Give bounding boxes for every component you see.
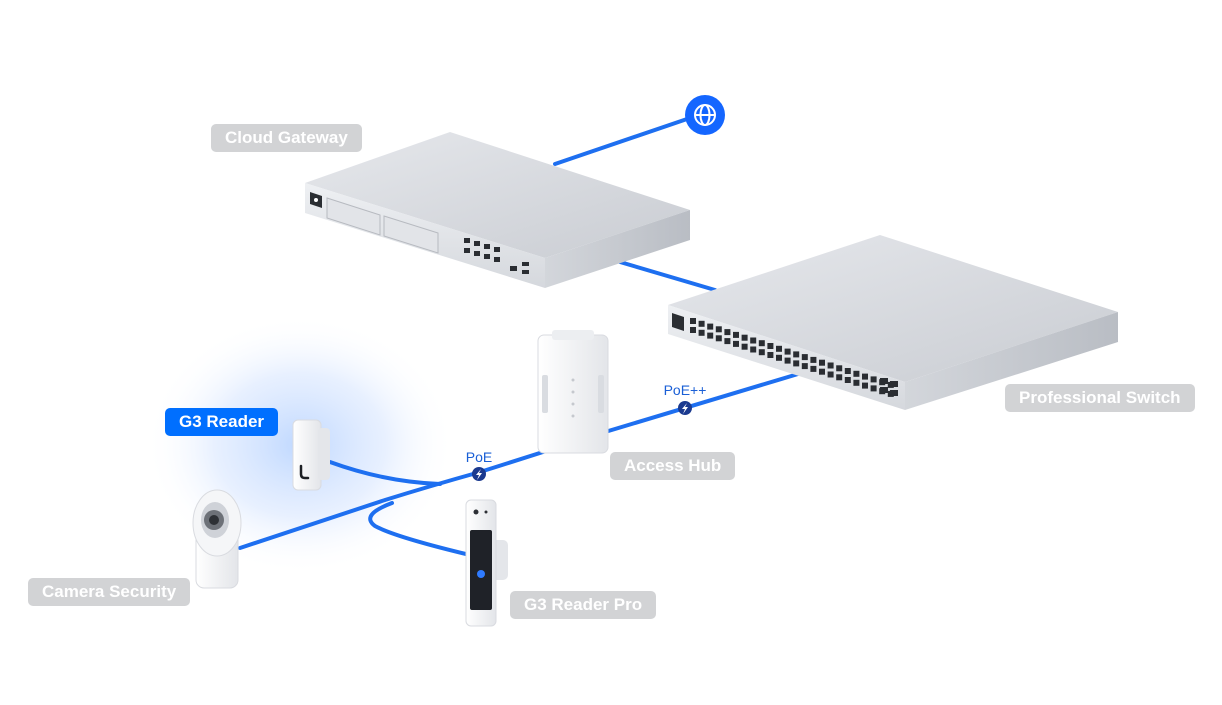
switch-port <box>733 340 739 347</box>
switch-port <box>827 362 834 369</box>
unifi-logo-icon <box>299 464 310 480</box>
switch-port <box>836 374 843 381</box>
switch-sfp-port <box>880 387 888 393</box>
cable-g3-reader <box>328 460 442 486</box>
switch-port <box>793 360 800 367</box>
switch-port <box>844 377 851 383</box>
globe-icon <box>685 95 725 135</box>
poe-plus-label: PoE++ <box>664 382 707 398</box>
switch-port <box>733 331 739 338</box>
switch-port <box>784 357 791 364</box>
switch-sfp-port <box>890 390 898 396</box>
switch-port <box>801 363 808 370</box>
switch-port <box>724 329 731 336</box>
switch-port <box>698 329 705 336</box>
switch-port <box>862 373 868 380</box>
switch-port <box>707 323 714 330</box>
g3-reader-pro-device <box>465 499 508 627</box>
access-hub-label: Access Hub <box>610 452 736 480</box>
switch-port <box>870 385 877 392</box>
g3-reader-label[interactable]: G3 Reader <box>165 408 279 436</box>
cable-switch-accesshub <box>603 372 800 434</box>
cable-g3-reader-pro <box>368 501 472 557</box>
poe-label: PoE <box>466 449 492 465</box>
access-hub-device <box>537 330 609 454</box>
switch-port <box>698 320 705 327</box>
poe-plus-marker: PoE++ <box>664 382 707 415</box>
switch-port <box>750 346 757 353</box>
switch-port <box>767 343 774 349</box>
switch-port <box>741 343 748 350</box>
poe-marker: PoE <box>466 449 492 481</box>
switch-port <box>819 359 825 366</box>
switch-port <box>801 354 808 361</box>
switch-port <box>819 368 825 375</box>
switch-port <box>741 334 748 341</box>
switch-port <box>810 365 817 372</box>
switch-port <box>836 365 843 372</box>
switch-port <box>793 351 800 358</box>
switch-port <box>707 332 714 339</box>
switch-port <box>870 376 877 383</box>
switch-port <box>776 345 782 352</box>
bolt-icon <box>476 469 482 480</box>
camera-security-device <box>192 489 242 589</box>
professional-switch-device <box>668 235 1118 410</box>
switch-port <box>750 337 757 344</box>
switch-port <box>844 368 851 374</box>
switch-port <box>724 338 731 345</box>
g3-reader-device <box>292 419 330 491</box>
switch-port <box>690 318 696 324</box>
switch-port <box>862 382 868 389</box>
cable-internet <box>553 116 692 166</box>
professional-switch-label: Professional Switch <box>1005 384 1195 412</box>
switch-sfp-port <box>880 378 888 384</box>
switch-port <box>827 371 834 378</box>
switch-port <box>776 354 782 361</box>
switch-port <box>853 370 860 377</box>
switch-port <box>758 340 765 347</box>
switch-port <box>784 348 791 355</box>
camera-security-label: Camera Security <box>28 578 191 606</box>
switch-port <box>853 379 860 386</box>
switch-port <box>690 327 696 333</box>
g3-reader-pro-label: G3 Reader Pro <box>510 591 657 619</box>
switch-port <box>715 335 722 342</box>
bolt-icon <box>682 403 688 414</box>
cloud-gateway-device <box>305 132 690 288</box>
switch-port <box>767 352 774 358</box>
switch-port <box>758 349 765 356</box>
cloud-gateway-label: Cloud Gateway <box>211 124 362 152</box>
switch-sfp-port <box>890 381 898 387</box>
switch-port <box>715 326 722 333</box>
cable-gateway-switch <box>618 260 717 292</box>
switch-port <box>810 356 817 363</box>
